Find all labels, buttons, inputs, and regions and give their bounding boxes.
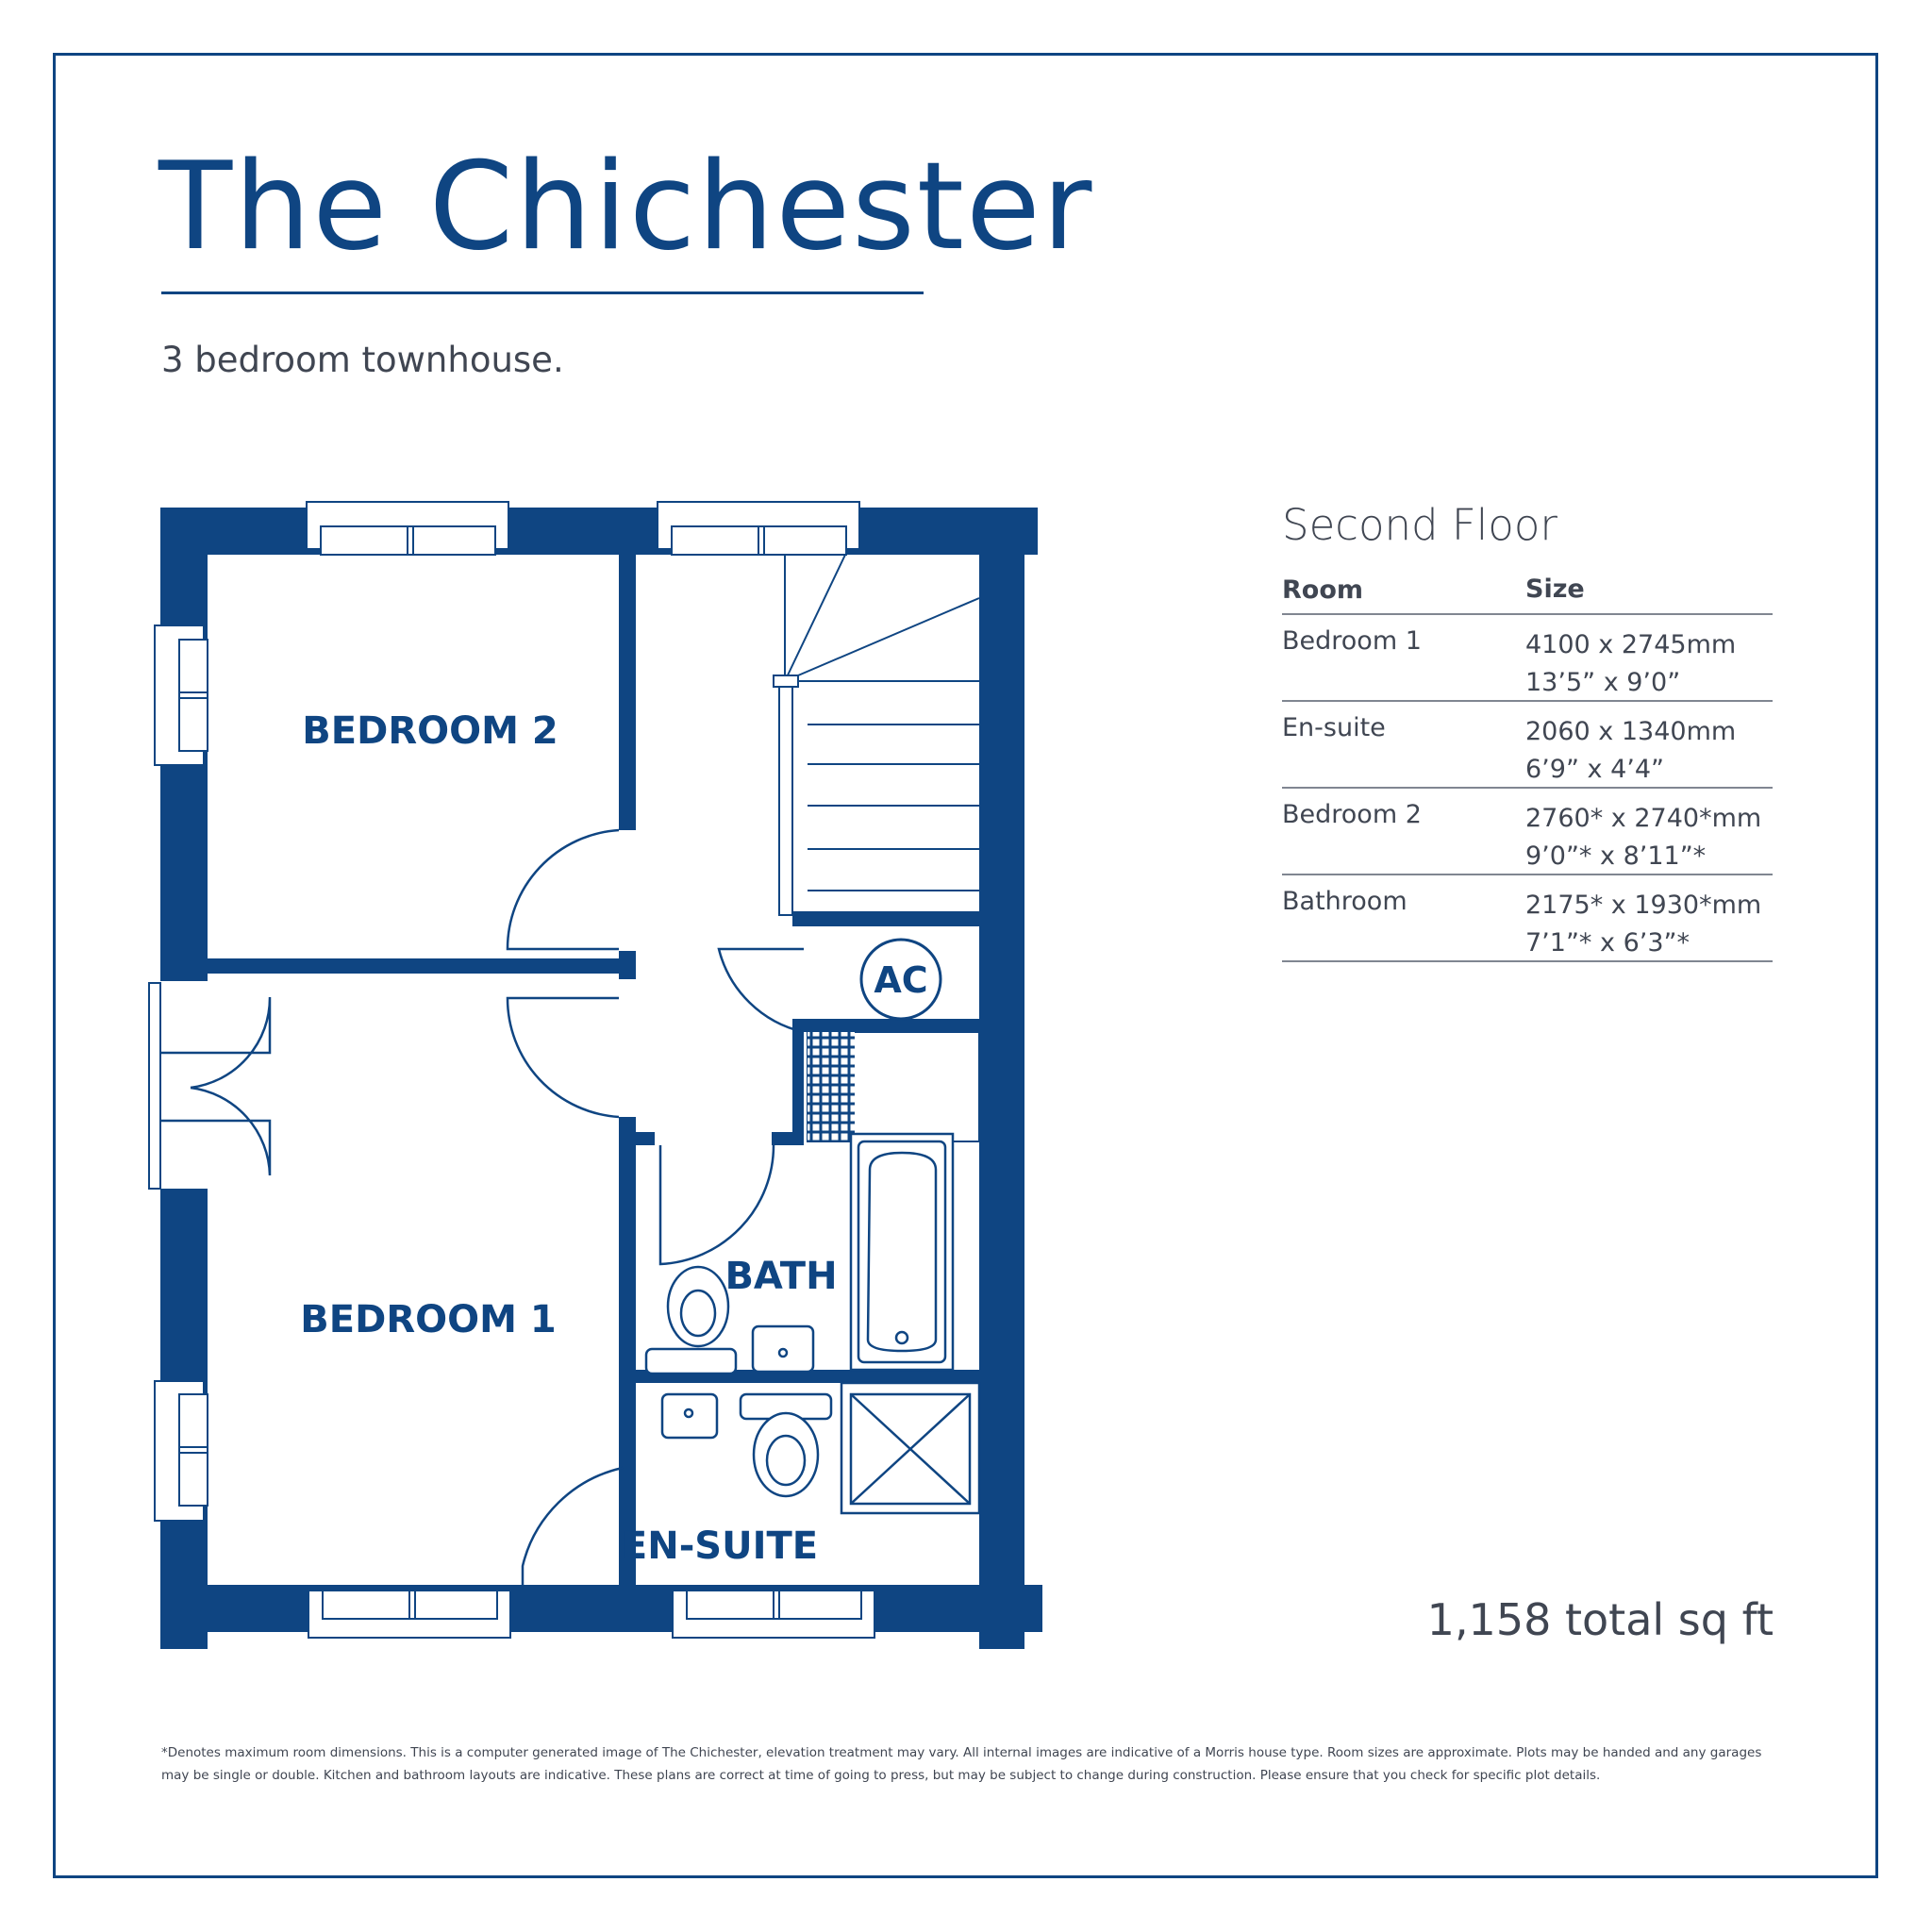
room-size: 2175* x 1930*mm 7’1”* x 6’3”*	[1525, 887, 1773, 960]
size-imperial: 13’5” x 9’0”	[1525, 668, 1681, 697]
ac-cupboard: AC	[859, 938, 942, 1021]
ac-label: AC	[874, 959, 927, 1001]
room-label-ensuite: EN-SUITE	[622, 1524, 818, 1568]
room-size: 2760* x 2740*mm 9’0”* x 8’11”*	[1525, 800, 1773, 874]
page-frame	[53, 53, 1878, 1878]
size-metric: 4100 x 2745mm	[1525, 630, 1737, 659]
column-header-room: Room	[1282, 575, 1364, 605]
size-imperial: 7’1”* x 6’3”*	[1525, 928, 1690, 958]
room-name: Bedroom 1	[1282, 626, 1422, 656]
table-row: En-suite 2060 x 1340mm 6’9” x 4’4”	[1282, 702, 1773, 789]
room-label-bedroom-2: BEDROOM 2	[302, 709, 558, 753]
size-metric: 2060 x 1340mm	[1525, 717, 1737, 746]
page-title: The Chichester	[158, 137, 1094, 277]
floor-plan: AC BEDROOM 2 BEDROO	[148, 501, 1042, 1649]
table-row: Bathroom 2175* x 1930*mm 7’1”* x 6’3”*	[1282, 875, 1773, 962]
ensuite-fixtures	[660, 1381, 981, 1515]
french-doors	[148, 981, 272, 1190]
page-subtitle: 3 bedroom townhouse.	[161, 340, 564, 380]
room-label-bedroom-1: BEDROOM 1	[300, 1298, 556, 1341]
total-area: 1,158 total sq ft	[1426, 1594, 1774, 1645]
table-header: Room Size	[1282, 566, 1773, 615]
bath-fixtures	[644, 1265, 815, 1375]
window-mullions	[179, 526, 780, 1619]
doors	[506, 828, 805, 1585]
size-metric: 2175* x 1930*mm	[1525, 891, 1762, 920]
column-header-size: Size	[1525, 575, 1585, 604]
table-row: Bedroom 2 2760* x 2740*mm 9’0”* x 8’11”*	[1282, 789, 1773, 875]
room-name: Bathroom	[1282, 887, 1407, 916]
floor-heading: Second Floor	[1282, 500, 1557, 550]
size-imperial: 6’9” x 4’4”	[1525, 755, 1664, 784]
room-size: 2060 x 1340mm 6’9” x 4’4”	[1525, 713, 1773, 787]
disclaimer-text: *Denotes maximum room dimensions. This i…	[161, 1745, 1762, 1783]
size-metric: 2760* x 2740*mm	[1525, 804, 1762, 833]
bathtub	[849, 1132, 955, 1372]
staircase	[773, 554, 980, 916]
room-name: En-suite	[1282, 713, 1386, 742]
room-label-bath: BATH	[724, 1255, 837, 1298]
room-schedule-table: Room Size Bedroom 1 4100 x 2745mm 13’5” …	[1282, 566, 1773, 962]
room-name: Bedroom 2	[1282, 800, 1422, 829]
title-divider	[161, 291, 924, 294]
room-size: 4100 x 2745mm 13’5” x 9’0”	[1525, 626, 1773, 700]
size-imperial: 9’0”* x 8’11”*	[1525, 841, 1707, 871]
table-row: Bedroom 1 4100 x 2745mm 13’5” x 9’0”	[1282, 615, 1773, 702]
tiled-floor	[807, 1031, 980, 1142]
